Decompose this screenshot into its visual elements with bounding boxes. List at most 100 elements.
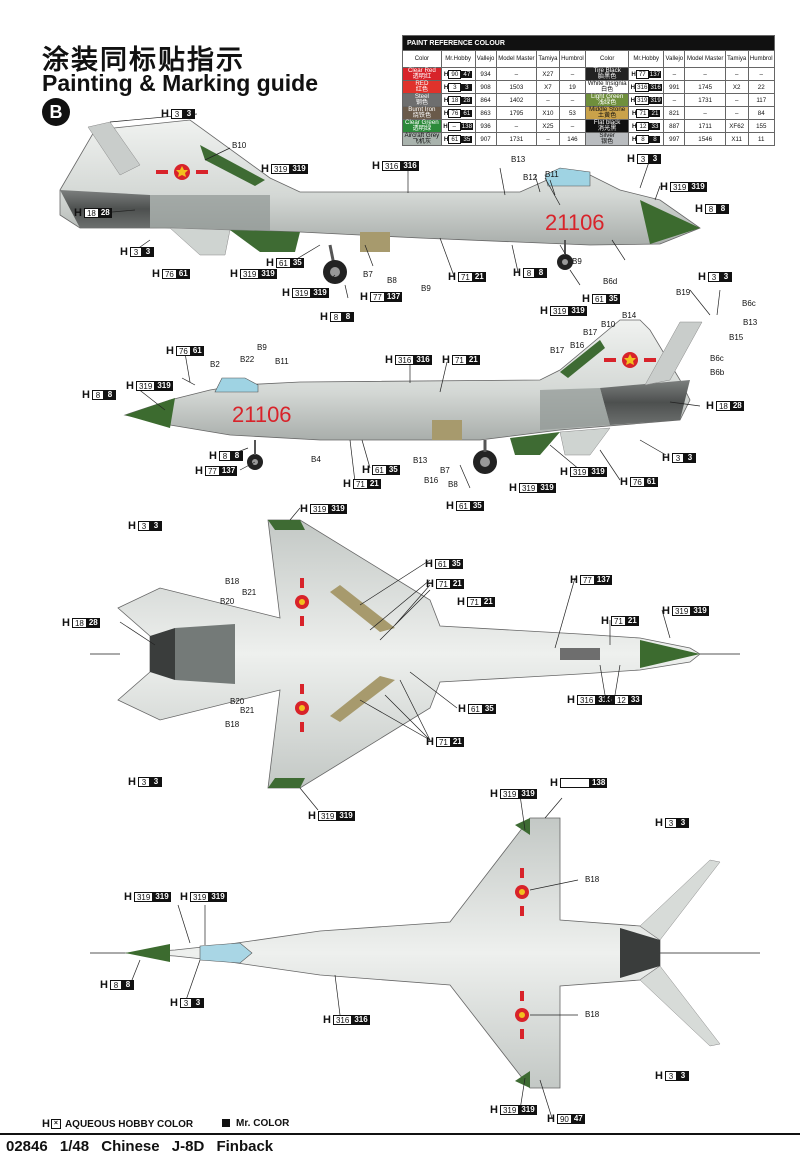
part-label: B10 xyxy=(601,320,616,329)
aqueous-code: 319 xyxy=(189,891,210,902)
hcode-prefix: H xyxy=(443,122,448,130)
page-title-chinese: 涂装同标贴指示 xyxy=(42,45,245,76)
color-name: Tire Black xyxy=(593,67,621,74)
aqueous-code: 8 xyxy=(218,450,231,461)
aqueous-code: 61 xyxy=(591,293,607,304)
tamiya-code: – xyxy=(724,93,749,107)
callout-prefix: H xyxy=(372,159,380,172)
part-label: B7 xyxy=(440,466,450,475)
aqueous-code: 12 xyxy=(636,121,650,131)
aqueous-code: 319 xyxy=(635,95,650,105)
aqueous-code: 18 xyxy=(83,207,99,218)
mr-color-code: 319 xyxy=(589,466,607,477)
mr-color-code: 8 xyxy=(230,450,243,461)
mr-color-code: 8 xyxy=(716,203,729,214)
legend-aqueous-label: AQUEOUS HOBBY COLOR xyxy=(64,1119,194,1130)
hcode-prefix: H xyxy=(443,83,449,91)
mr-color-code: 319 xyxy=(689,181,707,192)
mr-color-code: 319 xyxy=(290,163,308,174)
aqueous-code: 319 xyxy=(518,482,539,493)
aqueous-code: 77 xyxy=(579,574,595,585)
aqueous-code: 8 xyxy=(704,203,717,214)
callout-prefix: H xyxy=(567,693,575,706)
mr-color-code: 21 xyxy=(481,596,495,607)
callout-prefix: H xyxy=(582,292,590,305)
part-label: B19 xyxy=(676,288,691,297)
model-master-code: 1731 xyxy=(495,132,538,146)
humbrol-code: 19 xyxy=(558,80,587,94)
callout-prefix: H xyxy=(547,1112,555,1125)
callout-prefix: H xyxy=(62,616,70,629)
mr-color-code: 21 xyxy=(649,109,661,117)
mr-color-code: 3 xyxy=(676,817,689,828)
part-label: B9 xyxy=(257,343,267,352)
mr-color-code: 8 xyxy=(121,979,134,990)
part-label: B20 xyxy=(220,597,235,606)
color-name-cn: 烧铁色 xyxy=(412,112,432,119)
mr-color-code: 28 xyxy=(98,207,112,218)
aqueous-code: 18 xyxy=(715,400,731,411)
hcode-prefix: H xyxy=(631,109,637,117)
part-label: B7 xyxy=(363,270,373,279)
part-label: B20 xyxy=(230,697,245,706)
color-name-cn: 白色 xyxy=(600,86,614,93)
callout-prefix: H xyxy=(540,304,548,317)
callout-prefix: H xyxy=(82,388,90,401)
callout-prefix: H xyxy=(300,502,308,515)
insignia-top-right xyxy=(515,991,529,1039)
aqueous-code: 8 xyxy=(329,311,342,322)
mr-color-code: 21 xyxy=(450,578,464,589)
aqueous-code: 61 xyxy=(371,464,387,475)
part-label: B18 xyxy=(585,1010,600,1019)
part-label: B6d xyxy=(603,277,618,286)
mr-color-code: 47 xyxy=(571,1113,585,1124)
aqueous-code: 319 xyxy=(239,268,260,279)
mr-color-code: 137 xyxy=(648,70,662,78)
aqueous-code: 319 xyxy=(270,163,291,174)
part-label: B18 xyxy=(225,720,240,729)
callout-prefix: H xyxy=(360,290,368,303)
legend-aqueous: H×AQUEOUS HOBBY COLOR xyxy=(42,1118,194,1130)
callout-prefix: H xyxy=(180,890,188,903)
callout-prefix: H xyxy=(627,152,635,165)
aqueous-code: 8 xyxy=(91,389,104,400)
side-view-left: 21106 xyxy=(59,119,701,284)
callout-prefix: H xyxy=(706,399,714,412)
part-label: B14 xyxy=(622,311,637,320)
callout-prefix: H xyxy=(601,614,609,627)
part-label: B17 xyxy=(550,346,565,355)
color-name: White Insignia xyxy=(587,80,627,87)
hcode-prefix: H xyxy=(631,70,636,78)
mr-color-code: 33 xyxy=(649,122,661,130)
part-label: B11 xyxy=(545,170,559,179)
mr-color-code: 3 xyxy=(719,271,732,282)
callout-prefix: H xyxy=(261,162,269,175)
callout-prefix: H xyxy=(152,267,160,280)
mr-color-code: 319 xyxy=(538,482,556,493)
aqueous-code: 71 xyxy=(435,736,451,747)
mr-color-code: 3 xyxy=(461,83,473,91)
aqueous-code: 76 xyxy=(448,108,462,118)
legend-mr-label: Mr. COLOR xyxy=(236,1118,290,1129)
top-view xyxy=(90,817,760,1089)
page-title: Painting & Marking guide xyxy=(42,70,319,96)
mr-color-code: 35 xyxy=(606,293,620,304)
